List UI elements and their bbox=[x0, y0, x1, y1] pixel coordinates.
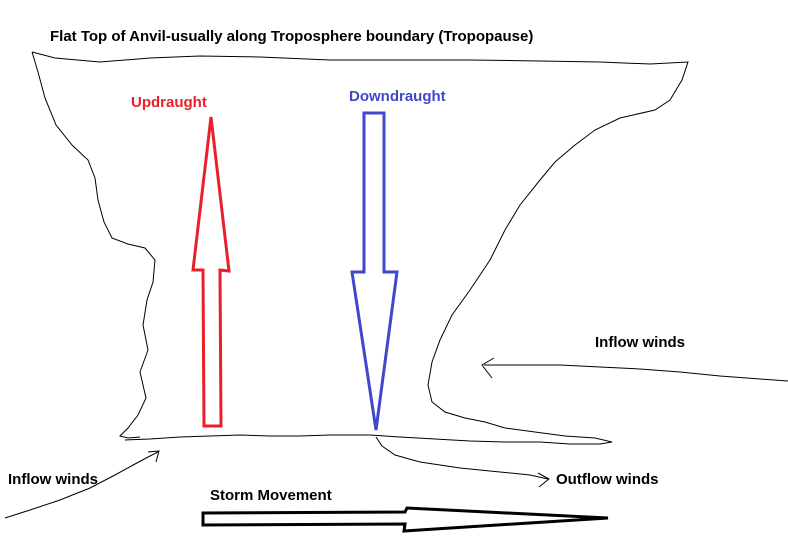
cloud-left-edge bbox=[31, 51, 156, 439]
inflow-winds-left-label: Inflow winds bbox=[8, 471, 98, 488]
updraught-label: Updraught bbox=[131, 94, 207, 111]
diagram-title: Flat Top of Anvil-usually along Troposph… bbox=[50, 28, 533, 45]
downdraught-arrow[interactable] bbox=[350, 111, 399, 431]
cloud-outline bbox=[31, 51, 689, 445]
inflow-left-arrowhead bbox=[147, 450, 160, 463]
inflow-right-arrow[interactable] bbox=[484, 364, 788, 382]
downdraught-label: Downdraught bbox=[349, 88, 446, 105]
inflow-right-arrowhead bbox=[481, 357, 495, 379]
outflow-arrow[interactable] bbox=[375, 436, 549, 480]
inflow-winds-right-label: Inflow winds bbox=[595, 334, 685, 351]
outflow-winds-label: Outflow winds bbox=[556, 471, 659, 488]
storm-movement-arrow[interactable] bbox=[201, 506, 609, 533]
updraught-arrow[interactable] bbox=[191, 116, 231, 428]
storm-movement-label: Storm Movement bbox=[210, 487, 332, 504]
outflow-arrowhead bbox=[537, 472, 550, 488]
inflow-left-arrow[interactable] bbox=[4, 451, 159, 519]
